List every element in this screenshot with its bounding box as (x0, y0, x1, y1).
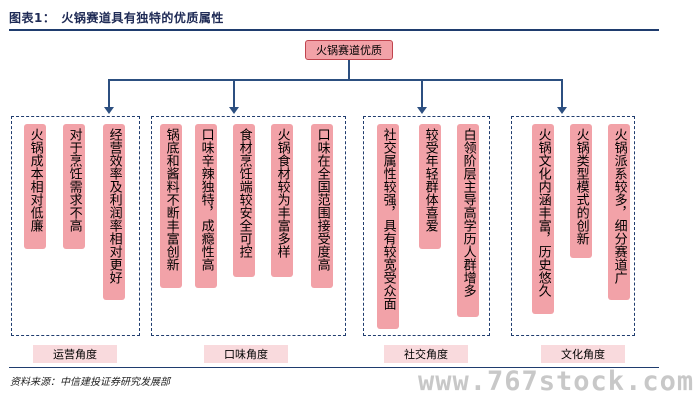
category-culture: 文化角度 (541, 345, 625, 363)
item-culture-3: 火锅派系较多，细分赛道广 (608, 124, 630, 300)
connector-root-stem (348, 60, 350, 79)
item-culture-1: 火锅文化内涵丰富，历史悠久 (532, 124, 554, 314)
item-operation-2: 对于烹饪需求不高 (63, 124, 85, 249)
item-taste-5: 口味在全国范围接受度高 (311, 124, 333, 288)
arrow-social (417, 107, 427, 114)
item-taste-3: 食材烹饪端较安全可控 (233, 124, 255, 277)
category-taste: 口味角度 (204, 345, 288, 363)
category-social: 社交角度 (384, 345, 468, 363)
connector-operation (108, 79, 110, 108)
connector-taste (233, 79, 235, 108)
item-taste-2: 口味辛辣独特，成瘾性高 (195, 124, 217, 288)
item-culture-2: 火锅类型模式的创新 (570, 124, 592, 258)
item-social-2: 较受年轻群体喜爱 (419, 124, 441, 249)
figure-label: 图表1： (9, 11, 56, 25)
item-taste-4: 火锅食材较为丰富多样 (271, 124, 293, 277)
arrow-operation (104, 107, 114, 114)
group-taste (151, 116, 346, 336)
figure-title: 图表1： 火锅赛道具有独特的优质属性 (9, 9, 224, 26)
item-social-1: 社交属性较强，具有较宽受众面 (377, 124, 399, 329)
group-social (363, 116, 490, 336)
item-operation-3: 经营效率及利润率相对更好 (103, 124, 125, 300)
connector-horizontal (108, 79, 563, 81)
root-node-label: 火锅赛道优质 (316, 44, 382, 57)
connector-culture (561, 79, 563, 108)
item-operation-1: 火锅成本相对低廉 (24, 124, 46, 249)
source-note: 资料来源：中信建投证券研究发展部 (10, 377, 170, 388)
top-rule (9, 29, 659, 31)
watermark: www.767stock.com (418, 366, 694, 397)
connector-social (421, 79, 423, 108)
group-culture (511, 116, 635, 336)
item-taste-1: 锅底和酱料不断丰富创新 (160, 124, 182, 288)
root-node: 火锅赛道优质 (305, 40, 393, 60)
category-operation: 运营角度 (33, 345, 117, 363)
item-social-3: 白领阶层主导高学历人群增多 (457, 124, 479, 317)
group-operation (11, 116, 140, 336)
arrow-taste (229, 107, 239, 114)
figure-title-text: 火锅赛道具有独特的优质属性 (61, 11, 224, 25)
bottom-rule (9, 367, 659, 368)
arrow-culture (557, 107, 567, 114)
